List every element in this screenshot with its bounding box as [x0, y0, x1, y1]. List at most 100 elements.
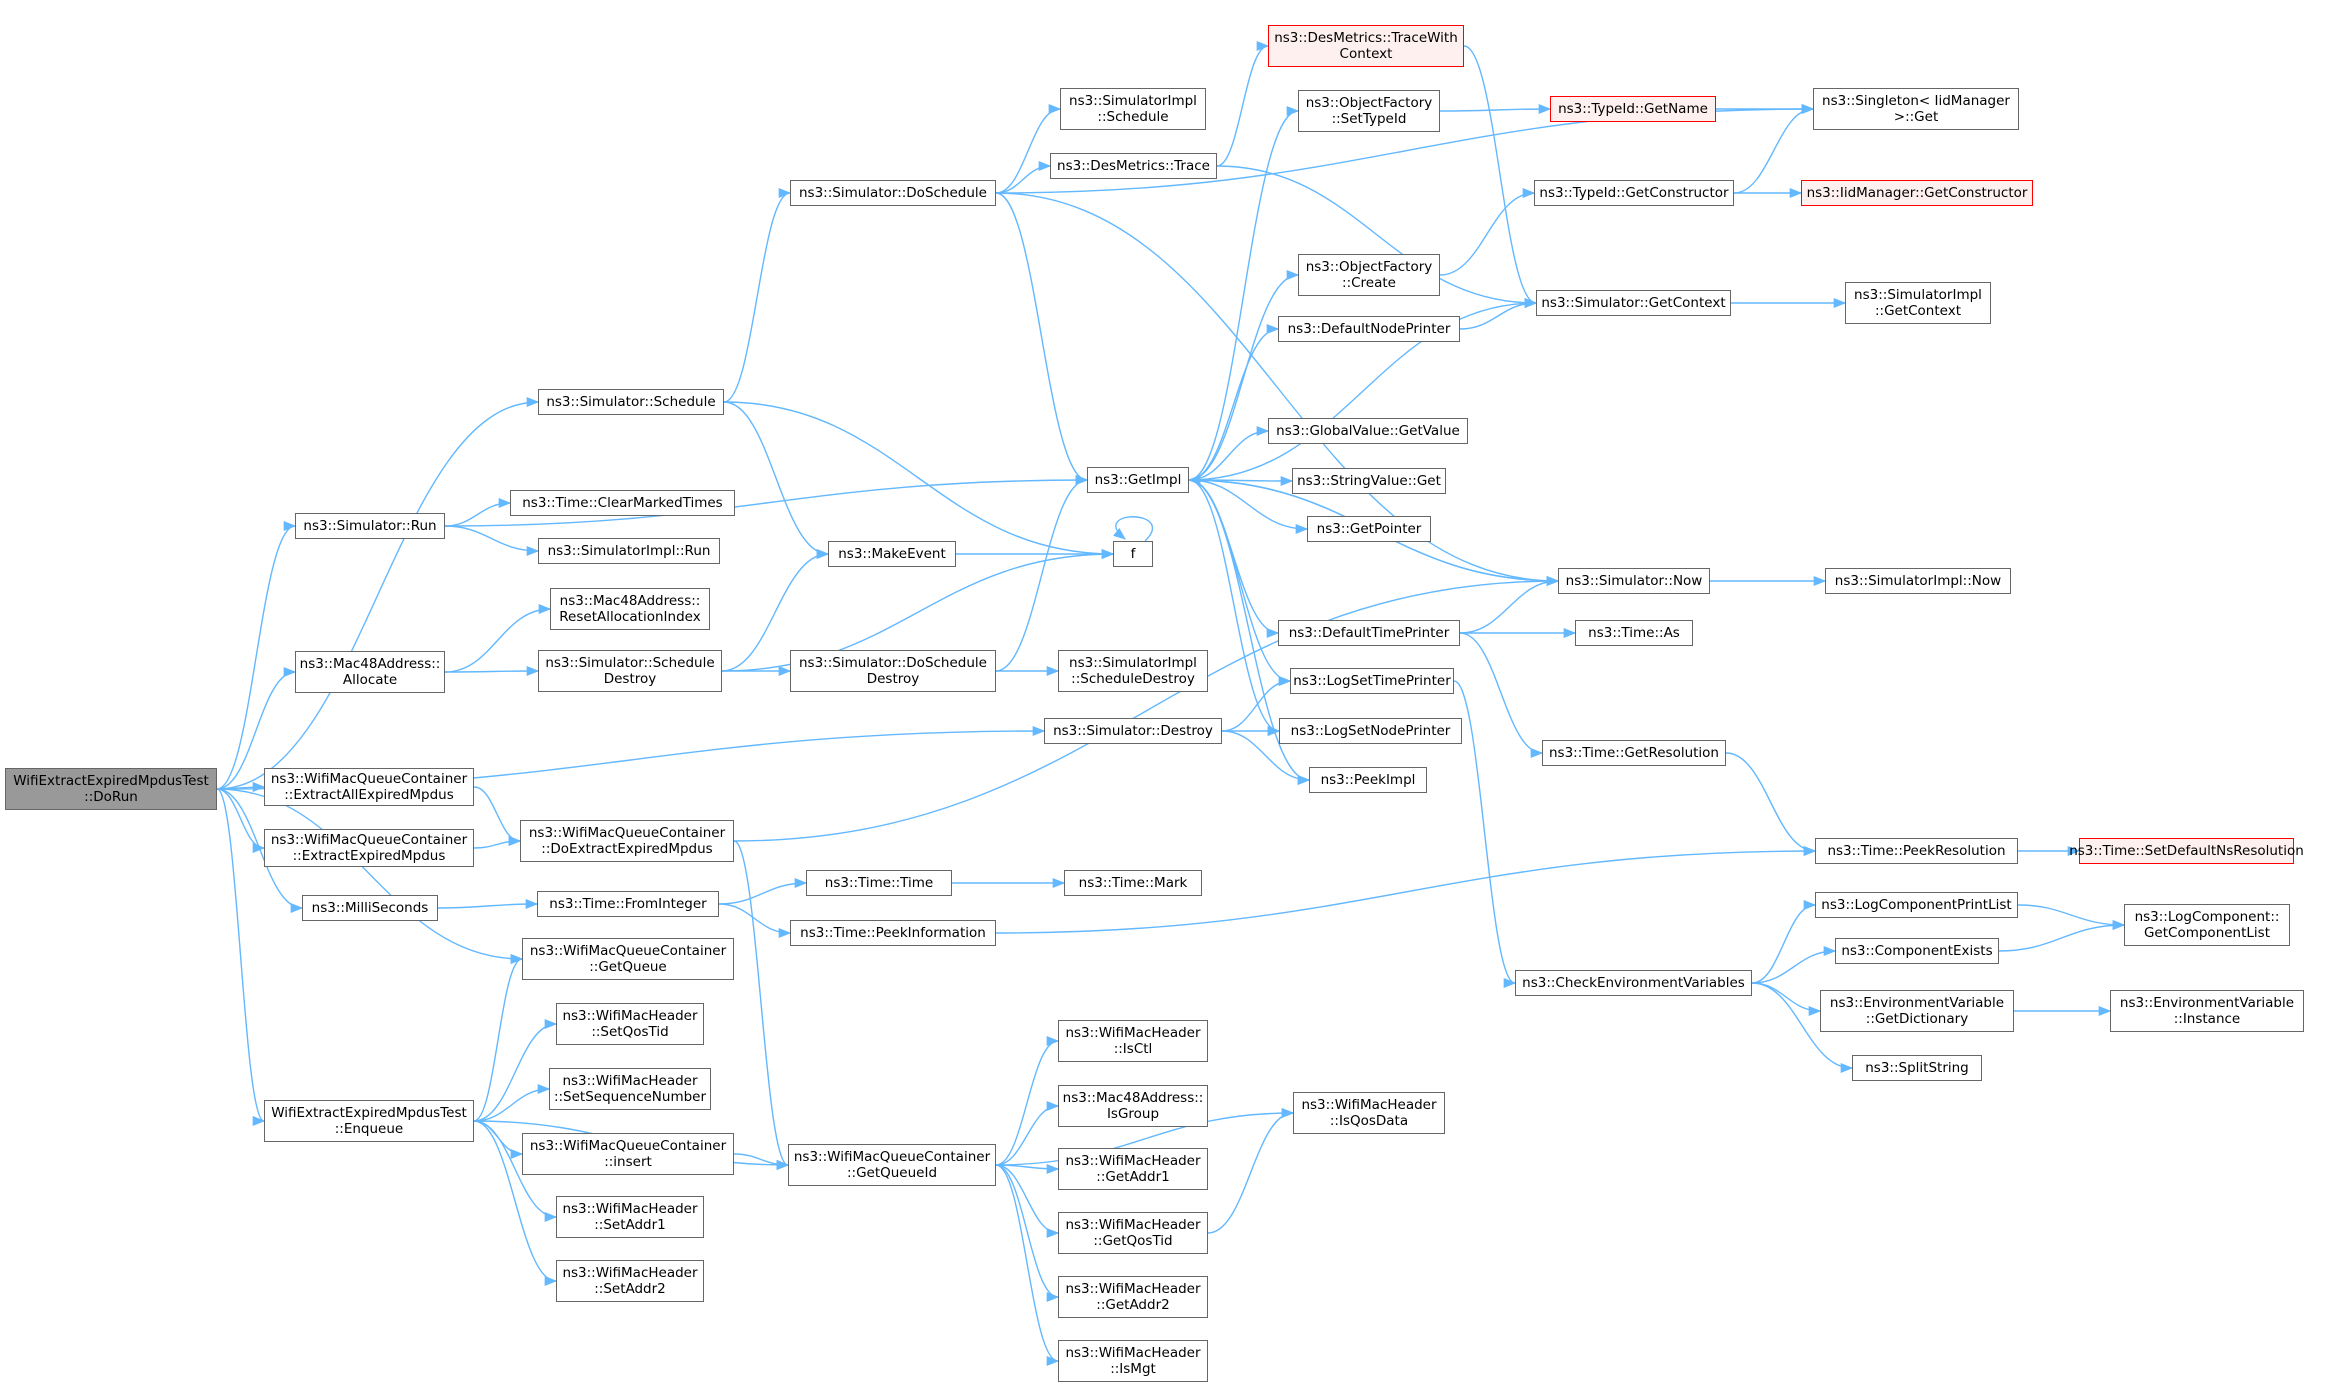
node-getimpl[interactable]: ns3::GetImpl: [1087, 467, 1189, 493]
node-getaddr1[interactable]: ns3::WifiMacHeader::GetAddr1: [1058, 1148, 1208, 1190]
node-extractexp[interactable]: ns3::WifiMacQueueContainer::ExtractExpir…: [264, 829, 474, 867]
node-schedule[interactable]: ns3::Simulator::Schedule: [538, 389, 724, 415]
node-getqostid[interactable]: ns3::WifiMacHeader::GetQosTid: [1058, 1212, 1208, 1254]
node-clearmarked[interactable]: ns3::Time::ClearMarkedTimes: [510, 490, 735, 516]
node-envinstance[interactable]: ns3::EnvironmentVariable::Instance: [2110, 990, 2304, 1032]
node-defnodeprinter[interactable]: ns3::DefaultNodePrinter: [1278, 316, 1460, 342]
node-timemark[interactable]: ns3::Time::Mark: [1064, 870, 1202, 896]
node-label-line: ::IsCtl: [1113, 1041, 1153, 1057]
edge-getqueueid-to-isqosdata: [995, 1107, 1295, 1166]
node-isgroup[interactable]: ns3::Mac48Address::IsGroup: [1058, 1085, 1208, 1127]
edge-checkenv-to-compexists: [1751, 945, 1837, 984]
edge-run-to-clearmarked: [444, 497, 512, 527]
node-getqueue[interactable]: ns3::WifiMacQueueContainer::GetQueue: [522, 938, 734, 980]
node-setdefaultns[interactable]: ns3::Time::SetDefaultNsResolution: [2069, 838, 2304, 864]
node-desmetricstrace[interactable]: ns3::DesMetrics::Trace: [1050, 153, 1217, 179]
node-label-line: ns3::Time::FromInteger: [549, 896, 707, 912]
node-label-line: ns3::DesMetrics::Trace: [1057, 158, 1210, 174]
node-singleton[interactable]: ns3::Singleton< IidManager>::Get: [1813, 88, 2019, 130]
node-checkenv[interactable]: ns3::CheckEnvironmentVariables: [1515, 970, 1752, 996]
node-getaddr2[interactable]: ns3::WifiMacHeader::GetAddr2: [1058, 1276, 1208, 1318]
node-getqueueid[interactable]: ns3::WifiMacQueueContainer::GetQueueId: [788, 1144, 996, 1186]
node-frominteger[interactable]: ns3::Time::FromInteger: [537, 891, 719, 917]
node-doextract[interactable]: ns3::WifiMacQueueContainer::DoExtractExp…: [520, 820, 734, 862]
node-typeidgetname[interactable]: ns3::TypeId::GetName: [1550, 96, 1716, 122]
node-deftimeprinter[interactable]: ns3::DefaultTimePrinter: [1278, 620, 1460, 646]
node-resetalloc[interactable]: ns3::Mac48Address::ResetAllocationIndex: [550, 588, 710, 630]
node-label-line: IsGroup: [1106, 1106, 1160, 1122]
node-simimplschedule[interactable]: ns3::SimulatorImpl::Schedule: [1060, 88, 1206, 130]
node-gvgetvalue[interactable]: ns3::GlobalValue::GetValue: [1268, 418, 1468, 444]
node-timetime[interactable]: ns3::Time::Time: [806, 870, 952, 896]
edge-doschedule-to-simimplschedule: [995, 103, 1062, 194]
node-makeevent[interactable]: ns3::MakeEvent: [828, 541, 956, 567]
edge-millis-to-frominteger: [437, 898, 539, 910]
node-simimplgetctx[interactable]: ns3::SimulatorImpl::GetContext: [1845, 282, 1991, 324]
node-label-line: ns3::WifiMacQueueContainer: [529, 943, 727, 959]
node-getpointer[interactable]: ns3::GetPointer: [1307, 516, 1431, 542]
node-setseq[interactable]: ns3::WifiMacHeader::SetSequenceNumber: [549, 1068, 711, 1110]
node-label-line: ::GetAddr2: [1096, 1297, 1170, 1313]
node-envgetdict[interactable]: ns3::EnvironmentVariable::GetDictionary: [1820, 990, 2014, 1032]
node-simimplschedestroy[interactable]: ns3::SimulatorImpl::ScheduleDestroy: [1058, 650, 1208, 692]
edge-f-to-f: [1113, 516, 1154, 542]
node-compexists[interactable]: ns3::ComponentExists: [1835, 938, 1999, 964]
node-splitstring[interactable]: ns3::SplitString: [1852, 1055, 1982, 1081]
node-simgetcontext[interactable]: ns3::Simulator::GetContext: [1536, 290, 1731, 316]
node-label-line: ns3::ObjectFactory: [1305, 259, 1433, 275]
node-setaddr2[interactable]: ns3::WifiMacHeader::SetAddr2: [556, 1260, 704, 1302]
edge-frominteger-to-timetime: [718, 877, 808, 905]
node-timeas[interactable]: ns3::Time::As: [1575, 620, 1693, 646]
node-label-line: WifiExtractExpiredMpdusTest: [271, 1105, 467, 1121]
node-getresolution[interactable]: ns3::Time::GetResolution: [1542, 740, 1726, 766]
node-setaddr1[interactable]: ns3::WifiMacHeader::SetAddr1: [556, 1196, 704, 1238]
node-simimplrun[interactable]: ns3::SimulatorImpl::Run: [538, 538, 720, 564]
node-peekresolution[interactable]: ns3::Time::PeekResolution: [1815, 838, 2018, 864]
node-ofcreate[interactable]: ns3::ObjectFactory::Create: [1298, 254, 1440, 296]
node-ofsettypeid[interactable]: ns3::ObjectFactory::SetTypeId: [1298, 90, 1440, 132]
node-label-line: ::Create: [1342, 275, 1396, 291]
node-label-line: ns3::DefaultTimePrinter: [1288, 625, 1450, 641]
node-logcompgetlist[interactable]: ns3::LogComponent::GetComponentList: [2124, 904, 2290, 946]
node-label-line: ns3::LogSetTimePrinter: [1293, 673, 1451, 689]
node-allocate[interactable]: ns3::Mac48Address::Allocate: [295, 651, 445, 693]
node-logsetnode[interactable]: ns3::LogSetNodePrinter: [1279, 718, 1462, 744]
node-isctl[interactable]: ns3::WifiMacHeader::IsCtl: [1058, 1020, 1208, 1062]
node-millis[interactable]: ns3::MilliSeconds: [302, 895, 438, 921]
node-label-line: ns3::WifiMacQueueContainer: [528, 825, 726, 841]
node-extractall[interactable]: ns3::WifiMacQueueContainer::ExtractAllEx…: [264, 768, 474, 806]
node-simnow[interactable]: ns3::Simulator::Now: [1558, 568, 1710, 594]
node-typeidgetctor[interactable]: ns3::TypeId::GetConstructor: [1534, 180, 1734, 206]
node-logsettime[interactable]: ns3::LogSetTimePrinter: [1290, 668, 1454, 694]
node-insert[interactable]: ns3::WifiMacQueueContainer::insert: [522, 1133, 734, 1175]
node-run[interactable]: ns3::Simulator::Run: [295, 513, 445, 539]
node-label-line: ns3::WifiMacHeader: [1065, 1345, 1201, 1361]
edge-enqueue-to-setqostid: [473, 1018, 558, 1122]
node-label-line: ns3::Simulator::GetContext: [1541, 295, 1726, 311]
node-ismgt[interactable]: ns3::WifiMacHeader::IsMgt: [1058, 1340, 1208, 1382]
node-simdestroy[interactable]: ns3::Simulator::Destroy: [1044, 718, 1222, 744]
node-label-line: ns3::WifiMacHeader: [562, 1265, 698, 1281]
edge-root-to-run: [216, 521, 297, 790]
node-label-line: ::DoExtractExpiredMpdus: [541, 841, 713, 857]
node-simimplnow[interactable]: ns3::SimulatorImpl::Now: [1825, 568, 2011, 594]
node-label-line: ns3::WifiMacHeader: [1065, 1025, 1201, 1041]
node-peekinfo[interactable]: ns3::Time::PeekInformation: [790, 920, 996, 946]
node-f[interactable]: f: [1113, 541, 1153, 567]
node-logcompprint[interactable]: ns3::LogComponentPrintList: [1815, 892, 2018, 918]
node-iidgetctor[interactable]: ns3::IidManager::GetConstructor: [1801, 180, 2033, 206]
node-svget[interactable]: ns3::StringValue::Get: [1292, 468, 1446, 494]
node-label-line: ns3::Time::PeekInformation: [800, 925, 986, 941]
node-doschedule[interactable]: ns3::Simulator::DoSchedule: [790, 180, 996, 206]
node-label-line: ns3::SimulatorImpl: [1069, 93, 1197, 109]
node-label-line: ns3::Time::SetDefaultNsResolution: [2069, 843, 2304, 859]
node-enqueue[interactable]: WifiExtractExpiredMpdusTest::Enqueue: [264, 1100, 474, 1142]
node-isqosdata[interactable]: ns3::WifiMacHeader::IsQosData: [1293, 1092, 1445, 1134]
node-peekimpl[interactable]: ns3::PeekImpl: [1309, 767, 1427, 793]
edge-desmetricstrace-to-tracewithctx: [1216, 41, 1270, 167]
node-setqostid[interactable]: ns3::WifiMacHeader::SetQosTid: [556, 1003, 704, 1045]
node-label-line: ns3::SimulatorImpl::Now: [1834, 573, 2002, 589]
